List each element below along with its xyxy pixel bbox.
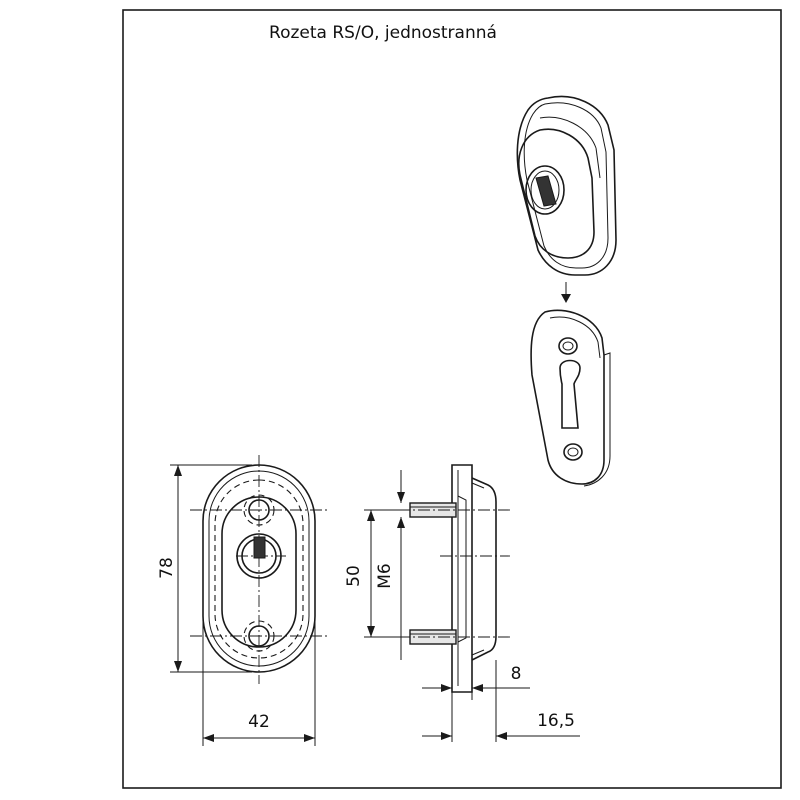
dimension-total-depth: 16,5 <box>422 660 580 742</box>
front-view <box>190 455 330 684</box>
height-dimension-label: 78 <box>157 557 177 579</box>
hole-spacing-label: 50 <box>344 565 364 587</box>
drawing-title: Rozeta RS/O, jednostranná <box>269 23 497 43</box>
base-thickness-label: 8 <box>511 664 522 684</box>
total-depth-label: 16,5 <box>537 711 575 731</box>
dimension-thread: M6 <box>375 470 405 660</box>
width-dimension-label: 42 <box>248 712 270 732</box>
base-plate-perspective <box>530 309 611 487</box>
dimension-base-thickness: 8 <box>422 664 530 742</box>
dimension-height: 78 <box>157 464 252 673</box>
drawing-frame <box>122 9 782 789</box>
rosette-cover-perspective <box>516 95 617 276</box>
side-view <box>398 464 510 693</box>
dimension-width: 42 <box>202 612 316 746</box>
thread-label: M6 <box>375 563 395 588</box>
dimension-hole-spacing: 50 <box>344 509 408 638</box>
assembly-arrow <box>561 282 571 303</box>
